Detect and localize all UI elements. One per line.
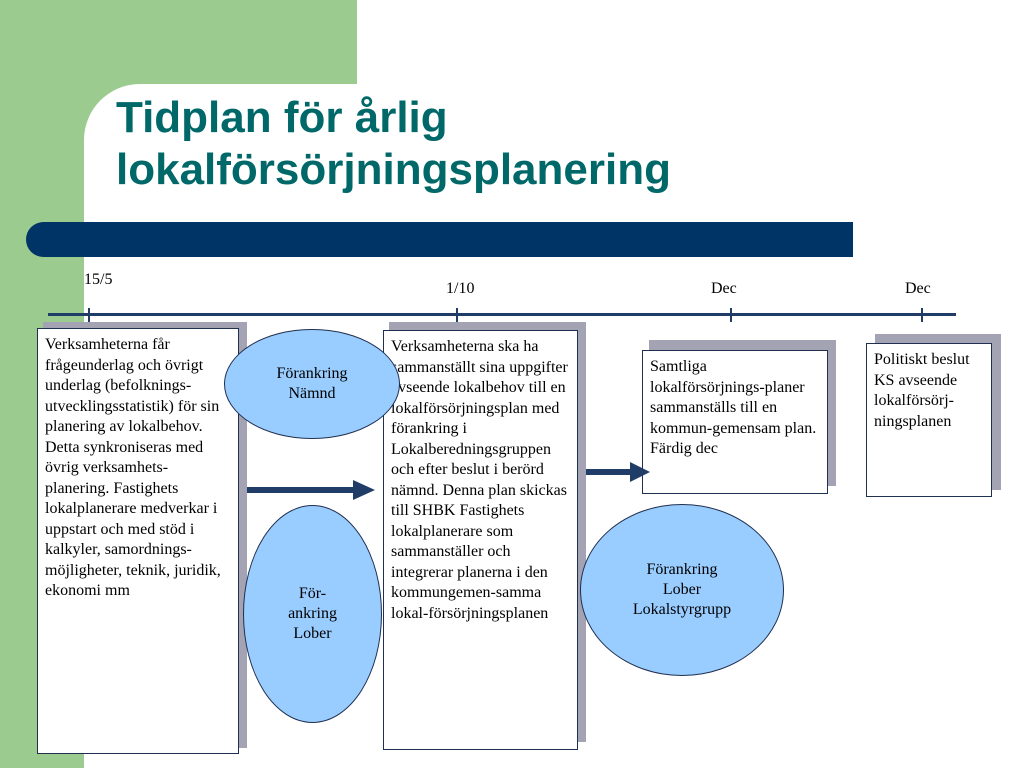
activity-box-3-text: Samtliga lokalförsörjnings-planer samman… (650, 358, 817, 457)
timeline-tick-1 (88, 308, 90, 322)
activity-box-2: Verksamheterna ska ha sammanställt sina … (383, 330, 578, 750)
activity-box-4-text: Politiskt beslut KS avseende lokalförsör… (874, 351, 970, 430)
timeline-date-4: Dec (905, 280, 931, 297)
oval-forankring-lokalstyrgrupp-text: Förankring Lober Lokalstyrgrupp (632, 561, 732, 618)
oval-forankring-namnd-text: Förankring Nämnd (276, 365, 348, 402)
oval-forankring-lober: För- ankring Lober (243, 505, 382, 723)
arrow-right-1 (247, 480, 375, 500)
timeline-date-1: 15/5 (84, 271, 113, 288)
title-underline-bar (26, 222, 853, 257)
activity-box-3: Samtliga lokalförsörjnings-planer samman… (642, 350, 828, 494)
slide-title: Tidplan för årlig lokalförsörjningsplane… (116, 93, 671, 194)
timeline-tick-4 (921, 308, 923, 322)
activity-box-1-text: Verksamheterna får frågeunderlag och övr… (45, 336, 221, 599)
timeline-date-2: 1/10 (446, 280, 475, 297)
arrow-right-2 (586, 462, 650, 482)
timeline-date-3: Dec (711, 280, 737, 297)
activity-box-2-text: Verksamheterna ska ha sammanställt sina … (391, 338, 568, 622)
oval-forankring-lokalstyrgrupp: Förankring Lober Lokalstyrgrupp (580, 504, 784, 676)
activity-box-4: Politiskt beslut KS avseende lokalförsör… (866, 343, 992, 497)
timeline-axis (48, 313, 956, 316)
oval-forankring-namnd: Förankring Nämnd (224, 329, 400, 439)
activity-box-1: Verksamheterna får frågeunderlag och övr… (37, 328, 239, 754)
oval-forankring-lober-text: För- ankring Lober (288, 585, 337, 642)
timeline-tick-2 (456, 308, 458, 322)
timeline-tick-3 (730, 308, 732, 322)
